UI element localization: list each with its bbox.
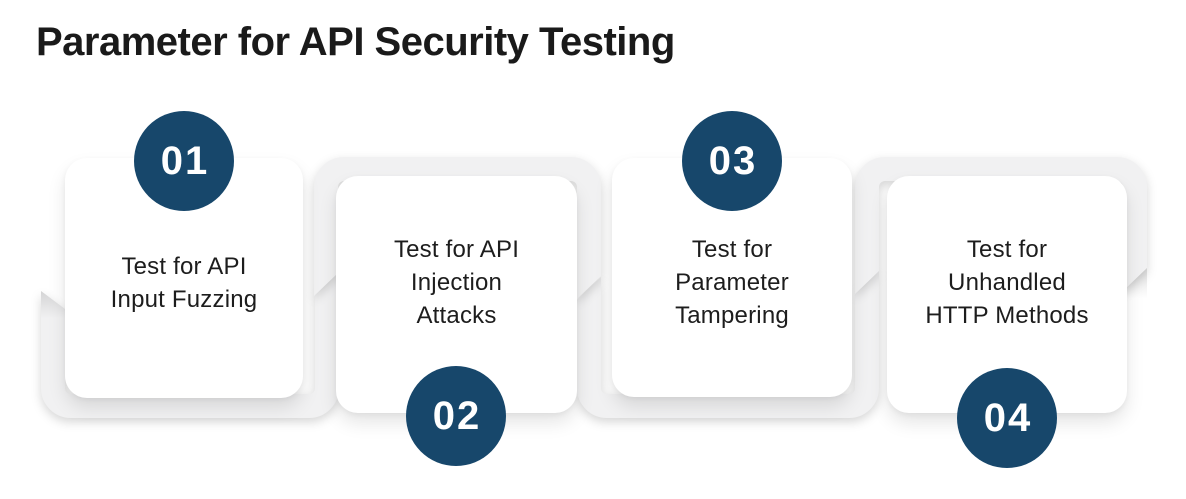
step-number-badge-1: 01 xyxy=(134,111,234,211)
step-number-badge-3: 03 xyxy=(682,111,782,211)
step-3-label: Test for Parameter Tampering xyxy=(675,236,789,329)
step-1-label: Test for API Input Fuzzing xyxy=(110,253,258,313)
ribbon-connector-2 xyxy=(314,157,601,350)
ribbon-connector-3 xyxy=(577,240,879,418)
step-3-number: 03 xyxy=(708,138,758,183)
ribbon-shape-2 xyxy=(314,157,601,299)
ribbon-shape-1 xyxy=(41,270,339,418)
step-number-badge-2: 02 xyxy=(406,366,506,466)
ribbon-connector-1 xyxy=(41,240,339,418)
step-1-number: 01 xyxy=(160,138,210,183)
step-2-label: Test for API Injection Attacks xyxy=(393,236,520,329)
ribbon-shape-3 xyxy=(577,270,879,418)
step-2-number: 02 xyxy=(432,393,482,438)
step-number-badge-4: 04 xyxy=(957,368,1057,468)
step-4-label: Test for Unhandled HTTP Methods xyxy=(925,236,1089,329)
step-4-number: 04 xyxy=(983,395,1033,440)
page-title: Parameter for API Security Testing xyxy=(36,20,675,64)
